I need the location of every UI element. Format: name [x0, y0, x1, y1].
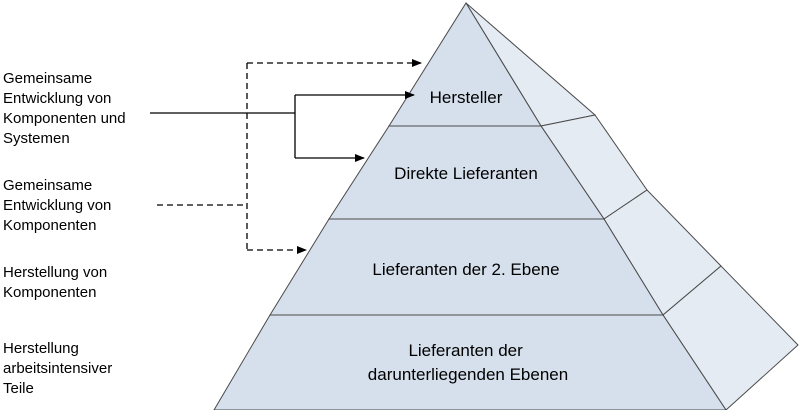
pyramid-side-face [465, 2, 799, 410]
level-1-label: Hersteller [430, 88, 503, 107]
label-joint-dev-components: Gemeinsame Entwicklung von Komponenten [3, 177, 116, 234]
solid-connector [150, 91, 415, 162]
pyramid-front-face [213, 2, 727, 410]
dashed-connector [157, 59, 422, 254]
label-joint-dev-components-systems: Gemeinsame Entwicklung von Komponenten u… [3, 70, 130, 147]
solid-connector-trunk [150, 95, 296, 158]
label-manufacturing-labor-parts: Herstellung arbeitsintensiver Teile [3, 340, 116, 397]
level-2-label: Direkte Lieferanten [394, 164, 538, 183]
pyramid-level-4 [213, 314, 727, 410]
level-4-label: Lieferanten der darunterliegenden Ebenen [368, 341, 568, 384]
label-manufacturing-components: Herstellung von Komponenten [3, 264, 111, 301]
dashed-connector-trunk [157, 63, 248, 250]
level-3-label: Lieferanten der 2. Ebene [372, 260, 559, 279]
